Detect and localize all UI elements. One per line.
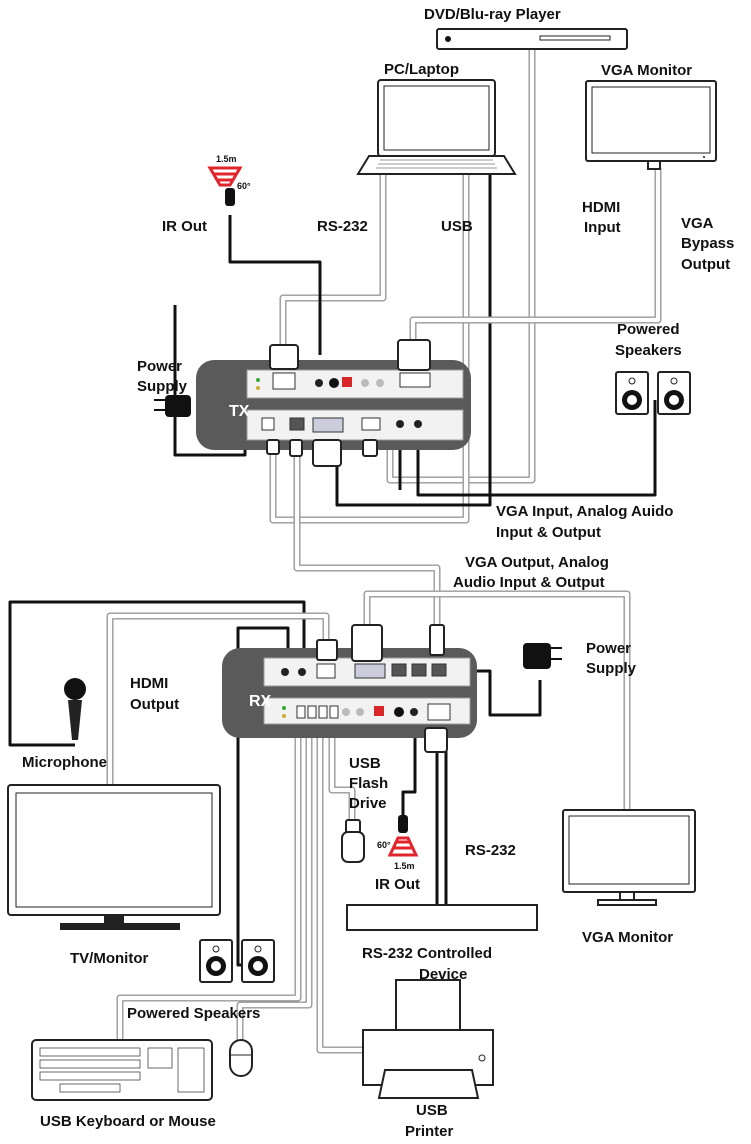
cables — [8, 50, 662, 1054]
laptop-icon — [356, 79, 517, 175]
pc-label: PC/Laptop — [384, 61, 459, 78]
usb-keyboard-label: USB Keyboard or Mouse — [40, 1113, 216, 1130]
cable-pc-usb — [269, 172, 470, 524]
vga-output-label-2: Audio Input & Output — [453, 574, 605, 591]
powered-speakers-top-label-2: Speakers — [615, 342, 682, 359]
ir-emitter-top-icon — [207, 166, 243, 206]
usb-printer-label-2: Printer — [405, 1123, 454, 1140]
microphone-label: Microphone — [22, 754, 107, 771]
cable-power-bottom — [462, 669, 542, 717]
ir-range-top: 1.5m — [216, 154, 237, 164]
rs232-device-icon — [346, 904, 538, 931]
ir-out-bottom-label: IR Out — [375, 876, 420, 893]
vga-output-label-1: VGA Output, Analog — [465, 554, 609, 571]
vga-monitor-top — [585, 80, 717, 170]
mouse-icon — [229, 1039, 253, 1077]
cable-pc-vga — [335, 172, 492, 507]
ir-range-bottom: 1.5m — [394, 861, 415, 871]
hdmi-input-label-1: HDMI — [582, 199, 620, 216]
usb-flash-label-1: USB — [349, 755, 381, 772]
cable-pc-rs232 — [279, 172, 387, 345]
hdmi-output-label-2: Output — [130, 696, 179, 713]
ir-out-top-label: IR Out — [162, 218, 207, 235]
vga-bypass-label-1: VGA — [681, 215, 714, 232]
usb-flash-drive-icon — [341, 819, 365, 863]
dvd-label: DVD/Blu-ray Player — [424, 6, 561, 23]
usb-top-label: USB — [441, 218, 473, 235]
power-supply-top-label-1: Power — [137, 358, 182, 375]
powered-speakers-top-label-1: Powered — [617, 321, 680, 338]
vga-bypass-label-3: Output — [681, 256, 730, 273]
power-supply-bottom-label-2: Supply — [586, 660, 637, 677]
rs232-device-label-1: RS-232 Controlled — [362, 945, 492, 962]
dvd-player — [436, 28, 628, 50]
tx-label: TX — [229, 403, 250, 420]
tx-connectors — [266, 339, 431, 467]
tv-monitor-icon — [7, 784, 221, 930]
keyboard-icon — [31, 1039, 213, 1101]
vga-monitor-bottom-icon — [562, 809, 696, 906]
rx-connectors — [316, 624, 448, 753]
rx-label: RX — [249, 693, 272, 710]
printer-icon — [362, 979, 494, 1099]
ir-angle-top: 60° — [237, 181, 251, 191]
vga-monitor-top-label: VGA Monitor — [601, 62, 692, 79]
usb-printer-label-1: USB — [416, 1102, 448, 1119]
vga-input-label-2: Input & Output — [496, 524, 601, 541]
power-supply-top-label-2: Supply — [137, 378, 188, 395]
vga-bypass-label-2: Bypass — [681, 235, 734, 252]
cable-ir-bottom — [401, 728, 417, 815]
rs232-top-label: RS-232 — [317, 218, 368, 235]
rs232-device-label-2: Device — [419, 966, 467, 983]
rs232-bottom-label: RS-232 — [465, 842, 516, 859]
power-adapter-bottom-icon — [523, 643, 562, 669]
cable-ir-top — [228, 215, 322, 355]
rx-unit — [222, 648, 477, 738]
hdmi-input-label-2: Input — [584, 219, 621, 236]
cable-speakers-top — [416, 400, 657, 497]
tv-monitor-label: TV/Monitor — [70, 950, 148, 967]
ir-emitter-bottom-icon — [387, 815, 419, 857]
usb-flash-label-2: Flash — [349, 775, 388, 792]
vga-input-label-1: VGA Input, Analog Auido — [496, 503, 673, 520]
tx-unit — [196, 360, 471, 450]
microphone-icon — [64, 678, 86, 740]
usb-flash-label-3: Drive — [349, 795, 387, 812]
powered-speakers-bottom-label: Powered Speakers — [127, 1005, 260, 1022]
power-supply-bottom-label-1: Power — [586, 640, 631, 657]
speakers-bottom-icon — [199, 939, 275, 983]
ir-angle-bottom: 60° — [377, 840, 391, 850]
hdmi-output-label-1: HDMI — [130, 675, 168, 692]
speakers-top-icon — [615, 371, 691, 415]
vga-monitor-bottom-label: VGA Monitor — [582, 929, 673, 946]
power-adapter-top-icon — [154, 395, 191, 417]
